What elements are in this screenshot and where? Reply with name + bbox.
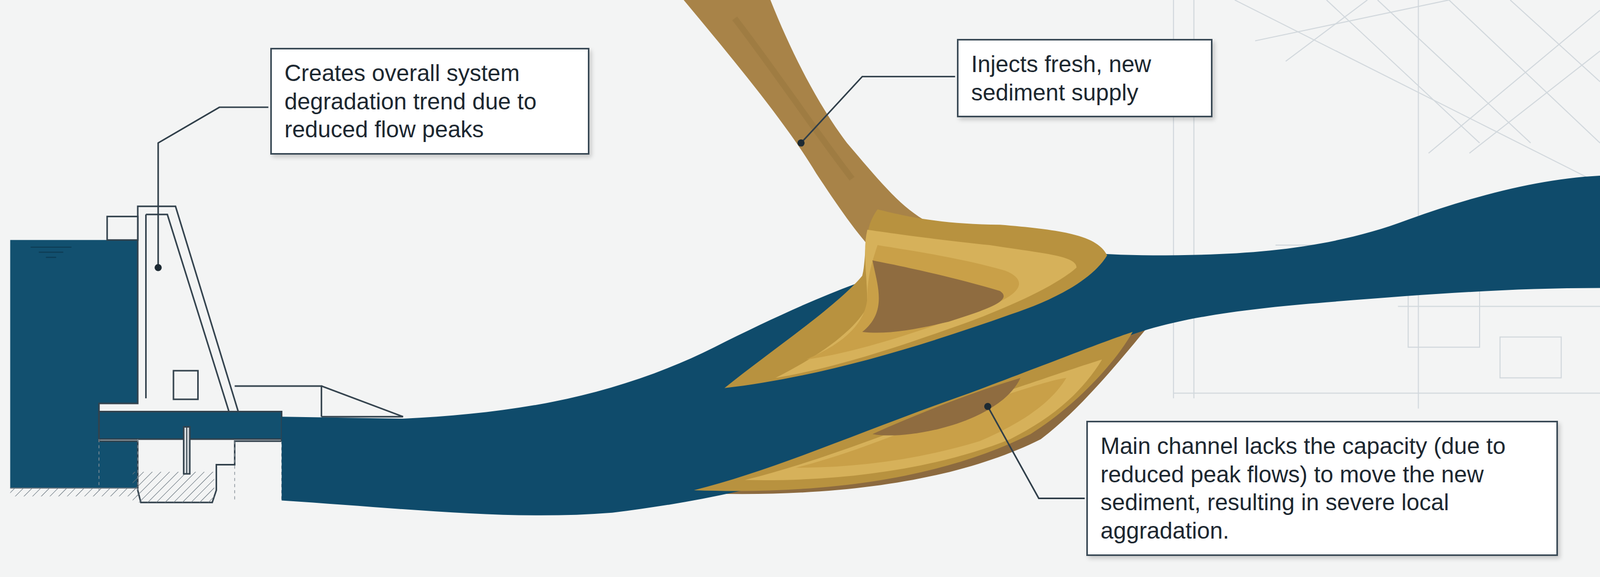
callout-text: Injects fresh, new sediment supply	[971, 49, 1199, 107]
callout-text: Main channel lacks the capacity (due to …	[1100, 431, 1544, 545]
callout-box: Creates overall system degradation trend…	[270, 47, 590, 155]
reservoir	[9, 239, 139, 488]
water-level	[30, 247, 72, 258]
leader-dot	[154, 139, 992, 411]
callout-text: Creates overall system degradation trend…	[284, 58, 576, 144]
sediment-bar	[694, 331, 1134, 491]
callout-box: Main channel lacks the capacity (due to …	[1086, 420, 1558, 556]
callout-box: Injects fresh, new sediment supply	[956, 38, 1213, 118]
sediment-fan	[724, 209, 1108, 389]
